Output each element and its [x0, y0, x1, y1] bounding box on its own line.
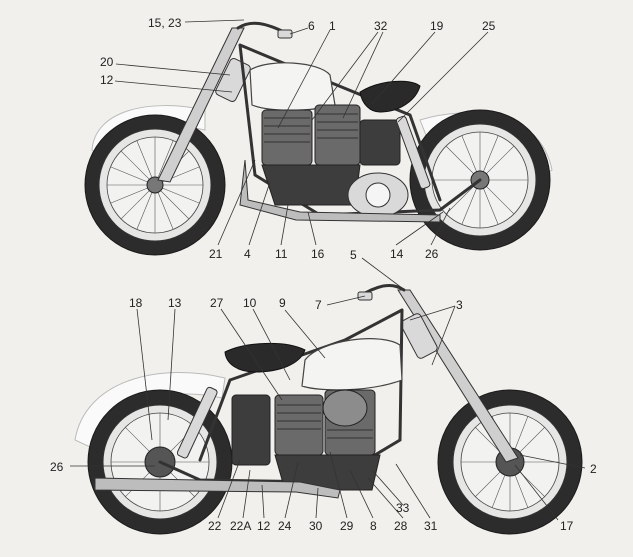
callout-10: 10 — [243, 296, 257, 310]
rear-shock — [395, 115, 431, 190]
callouts-bottom: 5 7 3 18 13 27 10 9 26 2 22 22A 12 24 30… — [50, 248, 597, 533]
gas-tank — [249, 62, 336, 111]
callouts-top: 15, 23 6 1 32 19 25 20 12 21 4 11 16 14 … — [100, 16, 496, 261]
callout-11: 11 — [275, 247, 288, 261]
engine-block-2 — [274, 389, 381, 491]
callout-21: 21 — [209, 247, 223, 261]
leader-lines-bottom — [70, 257, 586, 521]
seat-2 — [224, 343, 306, 373]
callout-4: 4 — [244, 247, 251, 261]
callout-3: 3 — [456, 298, 463, 312]
callout-33: 33 — [396, 501, 410, 515]
callout-5: 5 — [350, 248, 357, 262]
front-wheel-2 — [437, 389, 583, 535]
engine-block — [261, 104, 361, 206]
oil-tank — [359, 119, 401, 166]
callout-2: 2 — [590, 462, 597, 476]
callout-28: 28 — [394, 519, 408, 533]
seat — [359, 80, 421, 113]
callout-9: 9 — [279, 296, 286, 310]
motorcycle-side-view-left — [84, 19, 553, 256]
callout-24: 24 — [278, 519, 292, 533]
callout-14: 14 — [390, 247, 404, 261]
callout-22a: 22A — [230, 519, 251, 533]
callout-1: 1 — [329, 19, 336, 33]
callout-30: 30 — [309, 519, 323, 533]
hand-grip — [277, 29, 293, 39]
callout-12b: 12 — [257, 519, 271, 533]
exhaust-pipe — [239, 159, 441, 223]
callout-19: 19 — [430, 19, 444, 33]
oil-tank-2 — [231, 394, 271, 466]
callout-29: 29 — [340, 519, 354, 533]
callout-27: 27 — [210, 296, 224, 310]
callout-12: 12 — [100, 73, 114, 87]
callout-31: 31 — [424, 519, 438, 533]
front-wheel — [84, 114, 226, 256]
callout-16: 16 — [311, 247, 325, 261]
leader-lines-top — [114, 19, 489, 246]
callout-18: 18 — [129, 296, 143, 310]
callout-15-23: 15, 23 — [148, 16, 182, 30]
callout-26: 26 — [425, 247, 439, 261]
callout-25: 25 — [482, 19, 496, 33]
callout-32: 32 — [374, 19, 388, 33]
callout-22: 22 — [208, 519, 222, 533]
motorcycle-side-view-right — [70, 257, 586, 535]
rear-shock-2 — [176, 386, 218, 459]
callout-20: 20 — [100, 55, 114, 69]
callout-7: 7 — [315, 298, 322, 312]
callout-13: 13 — [168, 296, 182, 310]
exhaust-pipe-2 — [94, 477, 341, 499]
callout-26b: 26 — [50, 460, 64, 474]
callout-6: 6 — [308, 19, 315, 33]
callout-17: 17 — [560, 519, 574, 533]
fork-cover-2 — [400, 313, 438, 359]
gas-tank-2 — [301, 338, 403, 391]
callout-8: 8 — [370, 519, 377, 533]
